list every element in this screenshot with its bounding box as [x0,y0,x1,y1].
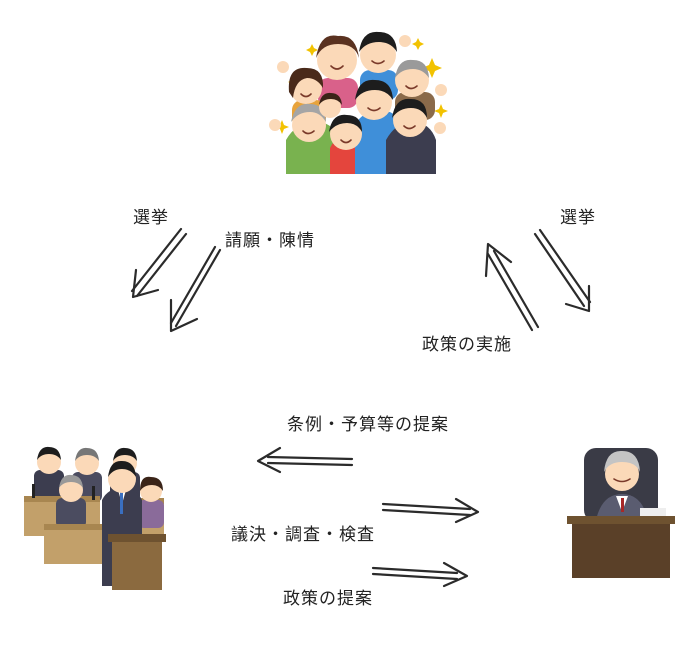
label-petition: 請願・陳情 [225,231,315,251]
arrow-assembly-to-mayor-resolution [381,497,480,524]
mayor-illustration [567,448,675,578]
label-resolution-investigation: 議決・調査・検査 [231,525,375,545]
assembly-illustration [24,446,166,590]
arrow-citizens-to-mayor-election [533,228,592,313]
label-policy-implementation: 政策の実施 [422,335,512,355]
arrow-assembly-to-mayor-policy-proposal [371,561,469,588]
arrow-mayor-to-citizens-policy [484,242,540,332]
arrow-citizens-to-assembly-petition [169,245,222,333]
arrow-citizens-to-assembly-election [130,227,188,299]
label-policy-proposal: 政策の提案 [283,589,373,609]
label-election-right: 選挙 [560,208,596,228]
label-ordinance-budget-proposal: 条例・予算等の提案 [287,415,449,435]
label-election-left: 選挙 [133,208,169,228]
arrow-mayor-to-assembly-proposal [256,446,354,474]
citizens-illustration [269,31,448,174]
